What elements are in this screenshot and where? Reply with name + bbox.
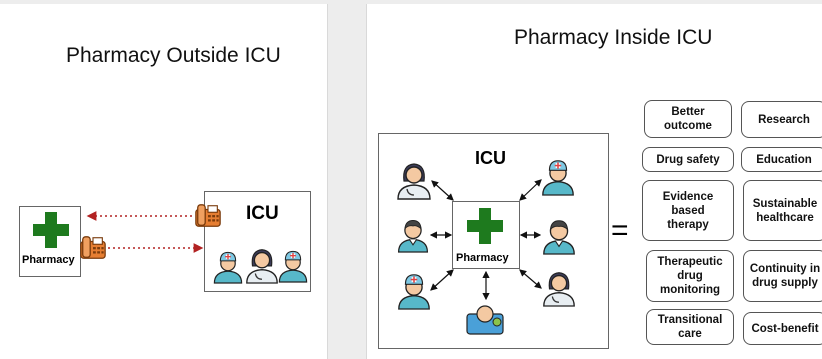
benefit-evidence-based-therapy: Evidence based therapy (642, 180, 734, 241)
patient-bed-icon (466, 305, 504, 335)
dotted-arrows (86, 211, 204, 253)
benefit-transitional-care: Transitional care (646, 309, 734, 345)
benefit-continuity-in-drug-supply: Continuity in drug supply (743, 250, 822, 302)
benefit-sustainable-healthcare: Sustainable healthcare (743, 180, 822, 241)
right-panel-pharmacy-inside-icu: Pharmacy Inside ICU ICU Pharmacy = Bette… (366, 4, 822, 359)
benefit-better-outcome: Better outcome (644, 100, 732, 138)
left-title: Pharmacy Outside ICU (66, 44, 281, 67)
right-title: Pharmacy Inside ICU (514, 26, 713, 49)
right-pharmacy-label: Pharmacy (456, 252, 509, 264)
right-icu-label: ICU (475, 148, 506, 168)
benefit-drug-safety: Drug safety (642, 147, 734, 172)
benefit-therapeutic-drug-monitoring: Therapeutic drug monitoring (646, 250, 734, 302)
benefit-education: Education (741, 147, 822, 172)
left-pharmacy-label: Pharmacy (22, 254, 75, 266)
benefit-cost-benefit: Cost-benefit (743, 312, 822, 345)
connection-arrows (429, 179, 542, 301)
benefit-research: Research (741, 101, 822, 138)
left-icu-label: ICU (246, 203, 279, 224)
equals-sign: = (611, 214, 629, 247)
left-panel-pharmacy-outside-icu: Pharmacy Outside ICU Pharmacy ICU (0, 4, 328, 359)
